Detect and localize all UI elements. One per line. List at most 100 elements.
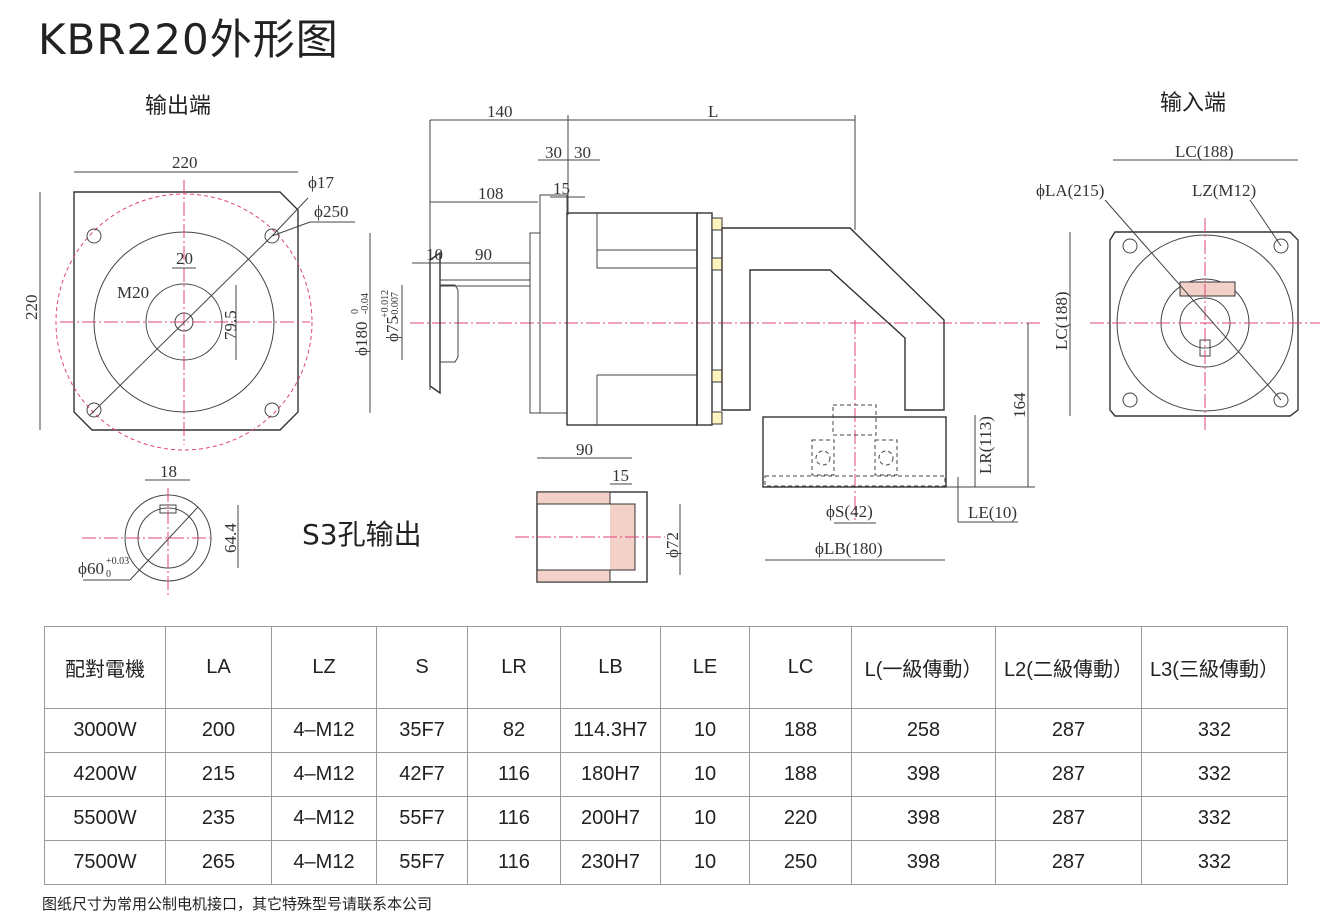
s3-output-label: S3孔输出 (302, 518, 422, 551)
input-end-label: 输入端 (1160, 91, 1226, 116)
table-cell: 398 (851, 796, 996, 841)
table-cell: 7500W (44, 840, 166, 885)
input-end-view: LC(188) LC(188) ϕLA(215) LZ(M12) (1036, 142, 1320, 430)
header-cell: L2(二級傳動） (995, 626, 1142, 709)
table-cell: 188 (749, 752, 852, 797)
table-cell: 398 (851, 752, 996, 797)
dim-140: 140 (487, 102, 513, 121)
dim-20: 20 (176, 249, 193, 268)
dim-key-18: 18 (160, 462, 177, 481)
dim-79-5: 79.5 (221, 310, 240, 340)
shaft-key-section: 18 64.4 ϕ60 +0.03 0 (78, 462, 240, 598)
table-cell: 35F7 (376, 708, 468, 753)
dim-phi72: ϕ72 (663, 532, 682, 558)
dim-phi75-tol-up: +0.012 (380, 290, 391, 318)
table-cell: 4–M12 (271, 752, 377, 797)
dim-90: 90 (475, 245, 492, 264)
dim-phiLB180: ϕLB(180) (815, 539, 883, 558)
header-cell: L3(三級傳動） (1141, 626, 1288, 709)
side-view: 140 L 30 30 108 15 10 90 ϕ180 0 -0.04 ϕ7… (350, 102, 1040, 561)
table-cell: 82 (467, 708, 561, 753)
dim-30-left: 30 (545, 143, 562, 162)
dim-phi75-tol-dn: -0.007 (390, 292, 401, 318)
dim-le10: LE(10) (968, 503, 1017, 522)
s3-hole-section: 90 15 ϕ72 (515, 440, 682, 583)
table-cell: 4200W (44, 752, 166, 797)
header-cell: LA (165, 626, 272, 709)
table-cell: 200 (165, 708, 272, 753)
dim-phi60-tol-dn: 0 (106, 569, 111, 580)
motor-spec-table: 配對電機 LA LZ S LR LB LE LC L(一級傳動） L2(二級傳動… (44, 626, 1288, 885)
dim-phi250: ϕ250 (314, 202, 348, 221)
table-cell: 200H7 (560, 796, 661, 841)
dim-phi75: ϕ75 (383, 316, 402, 342)
header-cell: L(一級傳動） (851, 626, 996, 709)
dim-lc188-height: LC(188) (1052, 291, 1071, 350)
header-cell: 配對電機 (44, 626, 166, 709)
table-cell: 258 (851, 708, 996, 753)
table-cell: 332 (1141, 840, 1288, 885)
dim-30-right: 30 (574, 143, 591, 162)
dim-m20: M20 (117, 283, 149, 302)
dim-108: 108 (478, 184, 504, 203)
dim-lz-m12: LZ(M12) (1192, 181, 1256, 200)
table-cell: 287 (995, 752, 1142, 797)
table-cell: 180H7 (560, 752, 661, 797)
table-cell: 332 (1141, 708, 1288, 753)
dim-phi17: ϕ17 (308, 173, 334, 192)
table-cell: 116 (467, 796, 561, 841)
table-cell: 3000W (44, 708, 166, 753)
table-cell: 265 (165, 840, 272, 885)
table-cell: 114.3H7 (560, 708, 661, 753)
table-cell: 10 (660, 796, 750, 841)
table-cell: 4–M12 (271, 840, 377, 885)
header-cell: LC (749, 626, 852, 709)
dim-phiLA215: ϕLA(215) (1036, 181, 1104, 200)
page-title: KBR220外形图 (38, 15, 339, 64)
table-cell: 287 (995, 796, 1142, 841)
dim-lc188-width: LC(188) (1175, 142, 1234, 161)
table-cell: 287 (995, 840, 1142, 885)
table-cell: 116 (467, 840, 561, 885)
dim-phiS42: ϕS(42) (826, 502, 873, 521)
dim-220-height: 220 (22, 295, 41, 321)
table-header-row: 配對電機 LA LZ S LR LB LE LC L(一級傳動） L2(二級傳動… (44, 626, 1288, 709)
table-cell: 5500W (44, 796, 166, 841)
table-cell: 332 (1141, 796, 1288, 841)
header-cell: LZ (271, 626, 377, 709)
header-cell: LR (467, 626, 561, 709)
table-cell: 188 (749, 708, 852, 753)
dim-L: L (708, 102, 718, 121)
footnote: 图纸尺寸为常用公制电机接口，其它特殊型号请联系本公司 (42, 895, 433, 913)
dim-phi180: ϕ180 (352, 322, 371, 356)
header-cell: S (376, 626, 468, 709)
table-cell: 250 (749, 840, 852, 885)
table-cell: 230H7 (560, 840, 661, 885)
dim-164: 164 (1010, 392, 1029, 418)
dim-s3-90: 90 (576, 440, 593, 459)
dim-220-width: 220 (172, 153, 198, 172)
table-cell: 4–M12 (271, 796, 377, 841)
table-cell: 287 (995, 708, 1142, 753)
dim-lr113: LR(113) (976, 416, 995, 474)
table-cell: 10 (660, 708, 750, 753)
header-cell: LE (660, 626, 750, 709)
table-cell: 10 (660, 752, 750, 797)
output-end-label: 输出端 (145, 94, 211, 119)
output-end-view: 220 220 ϕ17 ϕ250 20 M20 79.5 (22, 153, 355, 451)
table-cell: 10 (660, 840, 750, 885)
table-cell: 4–M12 (271, 708, 377, 753)
technical-drawing: 输出端 输入端 S3孔输出 220 220 ϕ17 ϕ250 20 M20 79… (22, 91, 1320, 598)
table-cell: 332 (1141, 752, 1288, 797)
table-cell: 235 (165, 796, 272, 841)
table-cell: 55F7 (376, 796, 468, 841)
dim-phi60: ϕ60 (78, 559, 104, 578)
dim-phi180-tol-up: 0 (350, 309, 361, 314)
dim-phi180-tol-dn: -0.04 (360, 293, 371, 314)
table-cell: 220 (749, 796, 852, 841)
table-cell: 215 (165, 752, 272, 797)
